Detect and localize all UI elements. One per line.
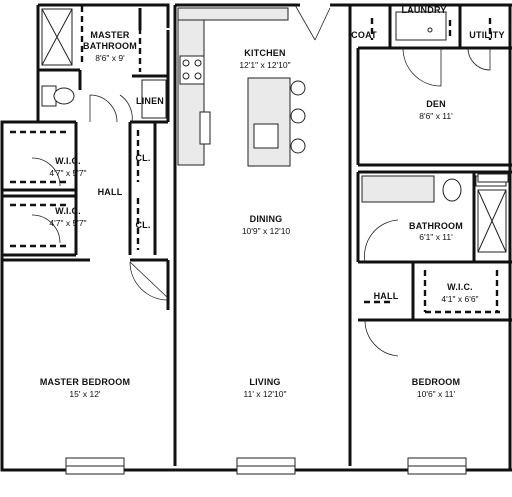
living-dim: 11' x 12'10": [244, 389, 287, 399]
dining-name: DINING: [250, 214, 283, 224]
wic-lower-name: W.I.C.: [55, 206, 81, 216]
laundry-name: LAUNDRY: [401, 5, 446, 15]
bedroom-dim: 10'6" x 11': [417, 389, 456, 399]
den-name: DEN: [426, 99, 446, 109]
interior-walls: [2, 5, 512, 322]
dining-dim: 10'9" x 12'10: [242, 226, 291, 236]
bathroom-name: BATHROOM: [409, 221, 463, 231]
room-labels: MASTER BATHROOM 8'6" x 9' KITCHEN 12'1" …: [40, 5, 505, 399]
kitchen-name: KITCHEN: [244, 48, 285, 58]
coat-name: COAT: [351, 30, 377, 40]
kitchen-dim: 12'1" x 12'10": [239, 60, 290, 70]
dashed-walls: [10, 6, 500, 314]
bedroom-name: BEDROOM: [412, 377, 460, 387]
closet-upper-name: CL.: [135, 153, 150, 163]
utility-name: UTILITY: [469, 30, 504, 40]
closet-lower-name: CL.: [135, 220, 150, 230]
doors: [31, 4, 491, 357]
master-bedroom-name: MASTER BEDROOM: [40, 377, 130, 387]
master-bedroom-dim: 15' x 12': [69, 389, 101, 399]
linen-name: LINEN: [136, 96, 164, 106]
wic-right-dim: 4'1" x 6'6": [441, 294, 478, 304]
wic-lower-dim: 4'7" x 5'7": [49, 218, 86, 228]
master-bathroom-name-1: MASTER: [90, 30, 129, 40]
master-bathroom-name-2: BATHROOM: [83, 41, 137, 51]
hall-right-name: HALL: [374, 291, 399, 301]
wic-upper-name: W.I.C.: [55, 156, 81, 166]
hall-left-name: HALL: [98, 187, 123, 197]
exterior-walls: [0, 3, 512, 472]
bathroom-dim: 6'1" x 11': [419, 232, 453, 242]
wic-upper-dim: 4'7" x 5'7": [49, 168, 86, 178]
fixtures: [41, 7, 509, 475]
den-dim: 8'6" x 11': [419, 111, 453, 121]
living-name: LIVING: [249, 377, 280, 387]
master-bathroom-dim: 8'6" x 9': [95, 53, 125, 63]
wic-right-name: W.I.C.: [447, 282, 473, 292]
